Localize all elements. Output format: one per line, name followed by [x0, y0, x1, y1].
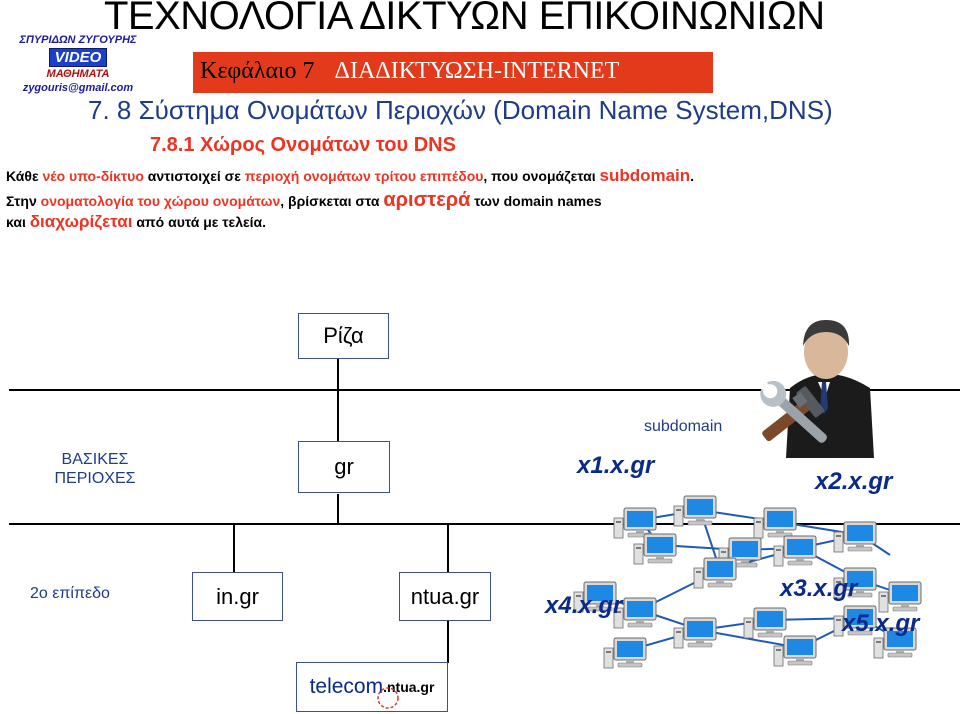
text-fragment: Κάθε [6, 168, 43, 184]
logo-video-text: VIDEO [48, 48, 108, 67]
computer-icon [878, 581, 922, 613]
level2-label: 2ο επίπεδο [30, 585, 110, 602]
basic-domains-line2: ΠΕΡΙΟΧΕΣ [54, 470, 136, 487]
computer-icon [773, 535, 817, 567]
logo-lessons: ΜΑΘΗΜΑΤΑ [46, 68, 110, 80]
text-highlight: διαχωρίζεται [29, 212, 133, 231]
gr-node: gr [298, 441, 390, 493]
subdomain-x2: x2.x.gr [815, 468, 893, 495]
body-line-1: Κάθε νέο υπο-δίκτυο αντιστοιχεί σε περιο… [6, 166, 694, 186]
section-title: 7. 8 Σύστημα Ονομάτων Περιοχών (Domain N… [88, 95, 833, 125]
text-fragment: των domain names [470, 193, 602, 209]
page-title: ΤΕΧΝΟΛΟΓΙΑ ΔΙΚΤΥΩΝ ΕΠΙΚΟΙΝΩΝΙΩΝ [104, 0, 825, 38]
chapter-label: Κεφάλαιο 7 ΔΙΑΔΙΚΤΥΩΣΗ-INTERNET [200, 58, 619, 85]
computer-icon [693, 557, 737, 589]
telecom-prefix: telecom [309, 675, 384, 698]
in-gr-node: in.gr [192, 572, 283, 621]
text-fragment: Στην [6, 193, 41, 209]
admin-with-tools-icon [758, 320, 874, 458]
subsection-title: 7.8.1 Χώρος Ονομάτων του DNS [150, 134, 456, 156]
body-line-3: και διαχωρίζεται από αυτά με τελεία. [6, 212, 266, 232]
body-line-2: Στην ονοματολογία του χώρου ονομάτων, βρ… [6, 189, 602, 212]
logo-video-badge: VIDEO [8, 48, 148, 67]
chapter-prefix: Κεφάλαιο 7 [200, 58, 315, 84]
chapter-banner [193, 52, 713, 93]
computer-icon [743, 607, 787, 639]
computer-icon [753, 507, 797, 539]
computer-icon [673, 495, 717, 527]
basic-domains-line1: ΒΑΣΙΚΕΣ [61, 451, 129, 468]
text-highlight: περιοχή ονομάτων τρίτου επιπέδου [244, 168, 484, 184]
text-highlight: αριστερά [383, 189, 471, 211]
text-highlight: subdomain [599, 166, 691, 185]
subdomain-x5: x5.x.gr [842, 610, 920, 637]
basic-domains-label: ΒΑΣΙΚΕΣ ΠΕΡΙΟΧΕΣ [40, 450, 150, 488]
text-fragment: , που ονομάζεται [483, 168, 600, 184]
text-fragment: . [690, 168, 695, 184]
text-fragment: από αυτά με τελεία. [132, 214, 267, 230]
logo-email: zygouris@gmail.com [22, 82, 134, 94]
subdomain-x3: x3.x.gr [780, 575, 858, 602]
ntua-gr-node: ntua.gr [399, 572, 491, 621]
author-logo: ΣΠΥΡΙΔΩΝ ΖΥΓΟΥΡΗΣ VIDEO ΜΑΘΗΜΑΤΑ zygouri… [8, 34, 148, 106]
root-node: Ρίζα [298, 313, 389, 359]
computer-icon [633, 533, 677, 565]
computer-icon [603, 637, 647, 669]
subdomain-label: subdomain [644, 418, 723, 435]
text-highlight: ονοματολογία του χώρου ονομάτων [40, 193, 281, 209]
logo-name: ΣΠΥΡΙΔΩΝ ΖΥΓΟΥΡΗΣ [19, 34, 137, 46]
text-fragment: αντιστοιχεί σε [143, 168, 245, 184]
subdomain-x1: x1.x.gr [577, 452, 655, 479]
text-fragment: και [6, 214, 30, 230]
highlight-circle [377, 687, 399, 709]
computer-icon [833, 521, 877, 553]
subdomain-x4: x4.x.gr [545, 592, 623, 619]
text-fragment: , βρίσκεται στα [280, 193, 384, 209]
chapter-title: ΔΙΑΔΙΚΤΥΩΣΗ-INTERNET [334, 58, 620, 84]
computer-icon [773, 635, 817, 667]
text-highlight: νέο υπο-δίκτυο [42, 168, 144, 184]
